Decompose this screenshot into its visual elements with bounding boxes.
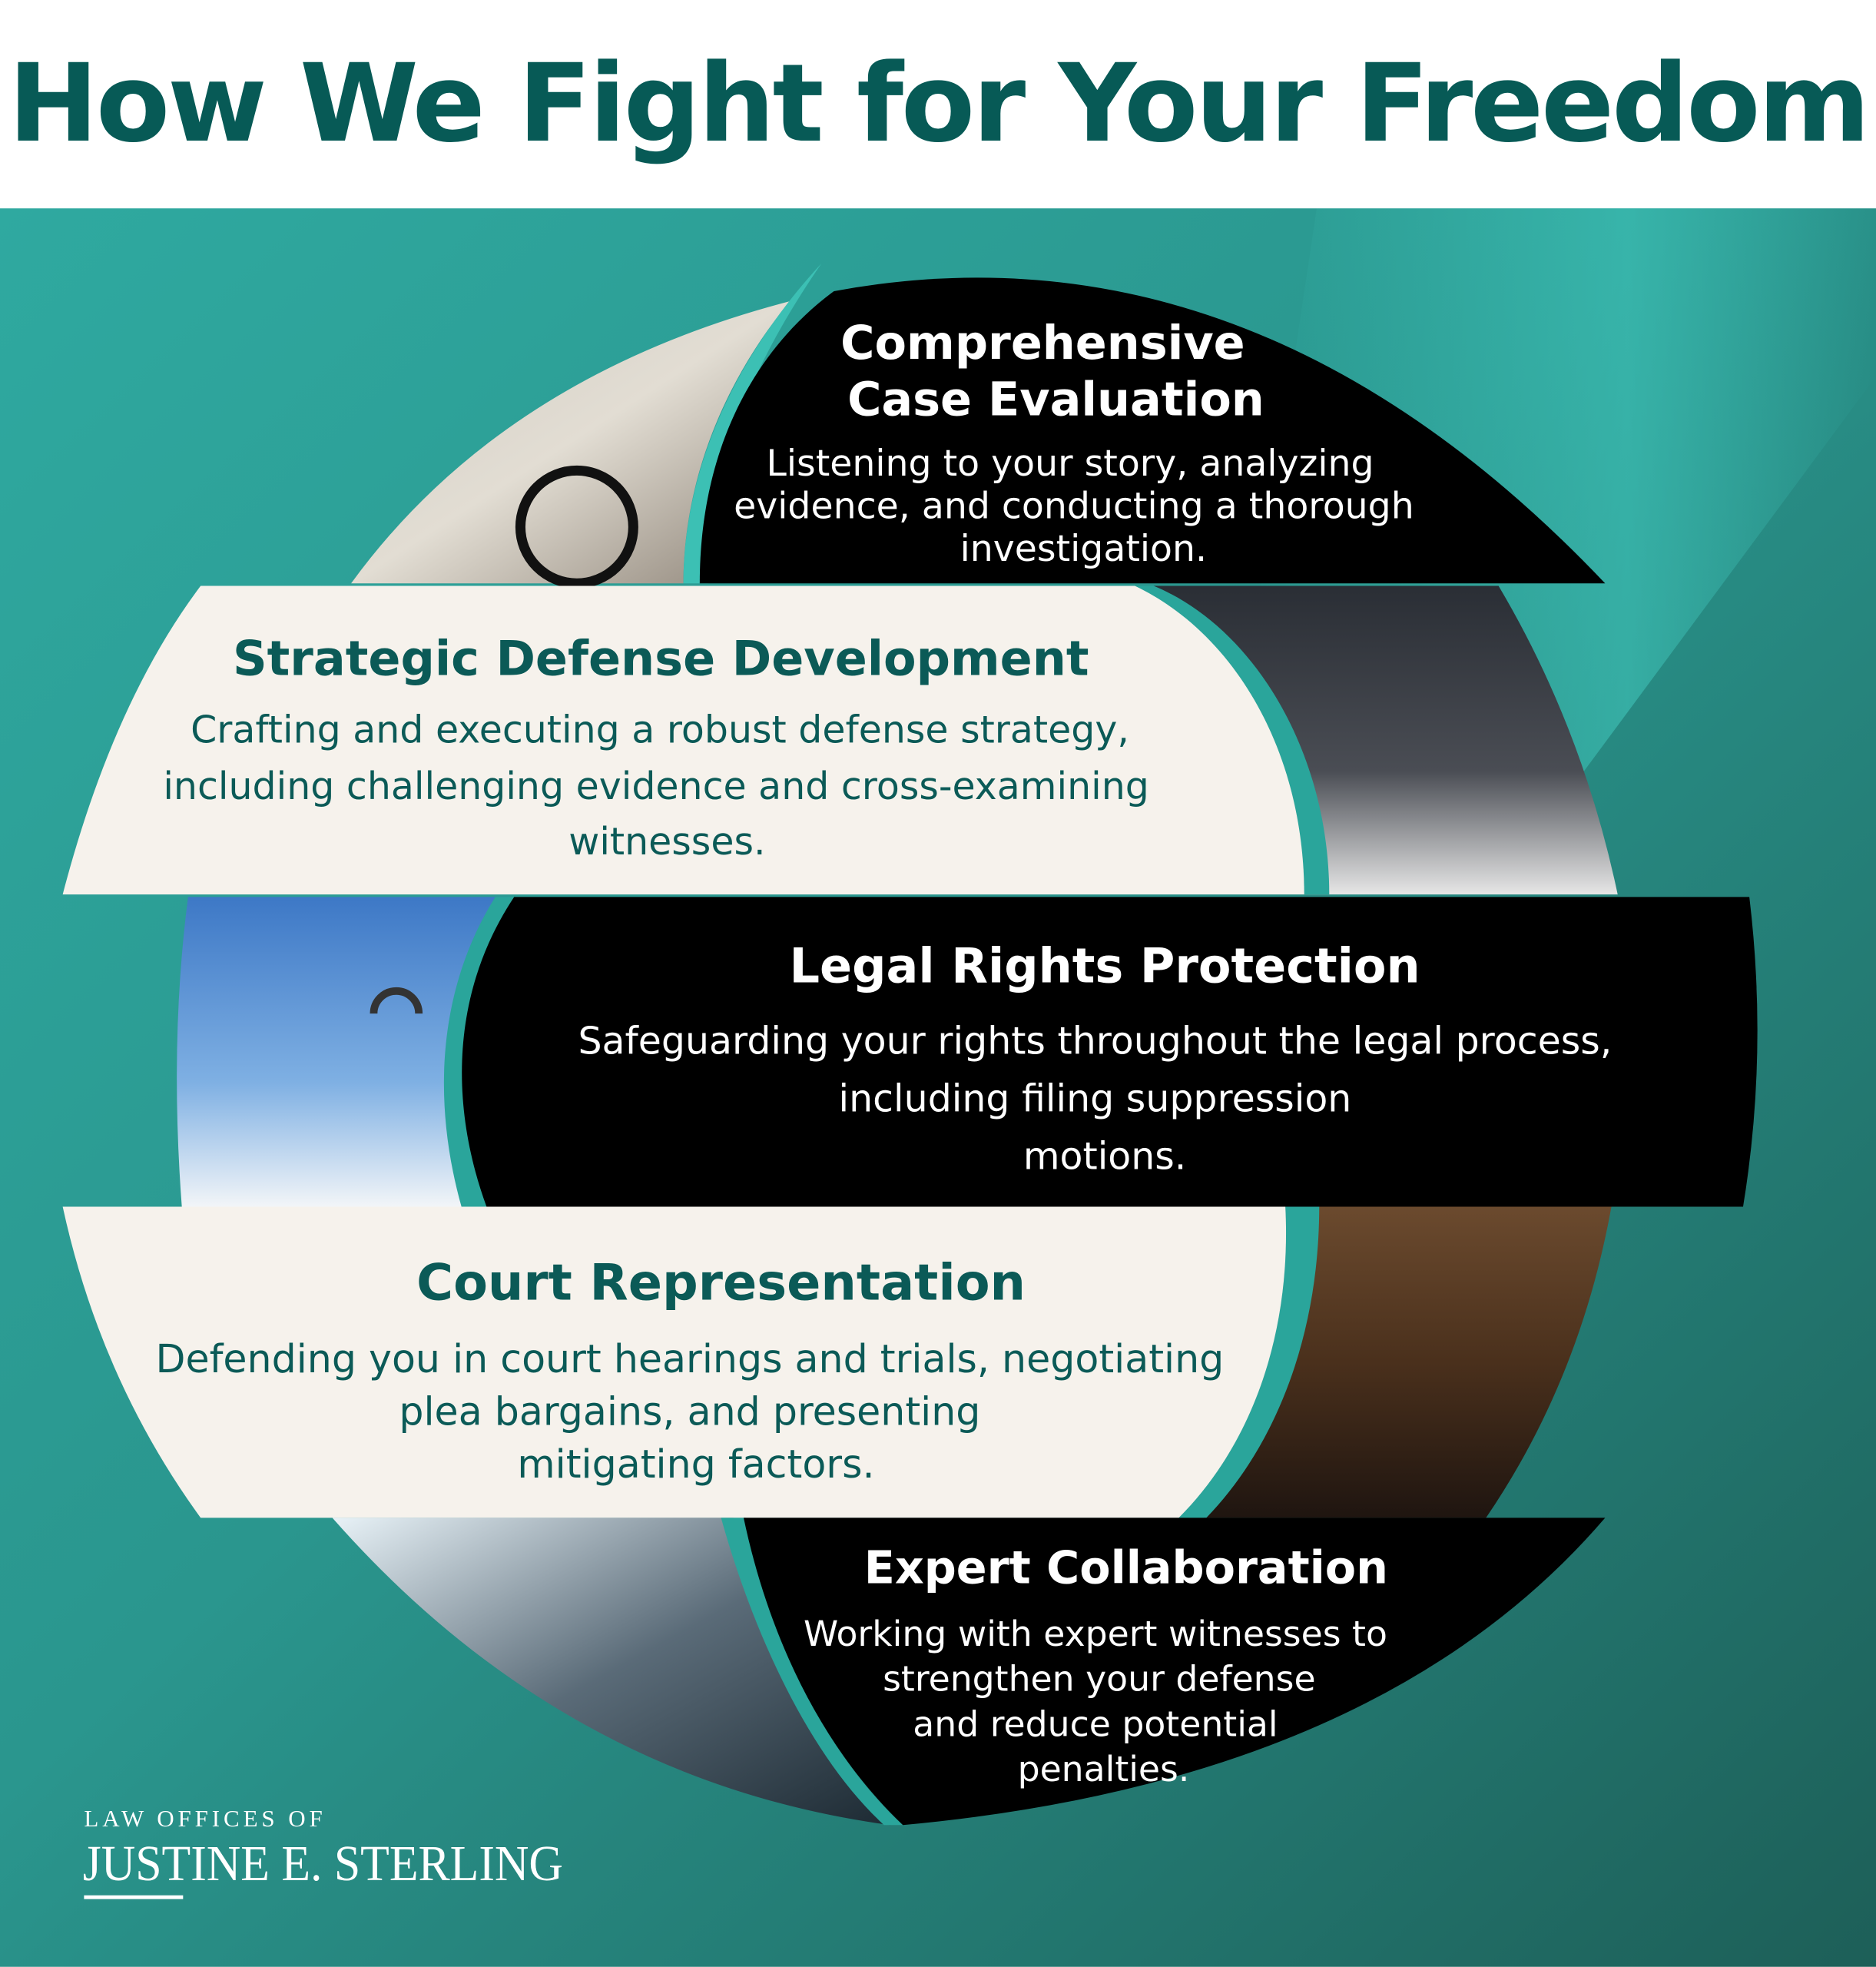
accent-stripe <box>1135 585 1330 895</box>
magnifying-glass-icon <box>515 465 638 589</box>
section-case-evaluation: Comprehensive Case Evaluation Listening … <box>351 264 1606 589</box>
svg-text:Comprehensive Case Evalu: Comprehensive Case Evaluation <box>840 317 1264 426</box>
section-heading: Comprehensive <box>840 317 1245 370</box>
section-body: witnesses. <box>568 820 765 864</box>
logo-line1: LAW OFFICES OF <box>84 1805 326 1832</box>
cream-panel <box>62 1206 1287 1518</box>
accent-stripe <box>443 897 515 1207</box>
section-strategic-defense: Strategic Defense Development Crafting a… <box>62 585 1618 895</box>
section-heading: Expert Collaboration <box>864 1541 1388 1594</box>
section-body: Defending you in court hearings and tria… <box>156 1336 1225 1382</box>
svg-text:Safeguarding your rights throu: Safeguarding your rights throughout the … <box>578 1019 1623 1178</box>
logo-line2: JUSTINE E. STERLING <box>83 1836 563 1892</box>
section-body: plea bargains, and presenting <box>399 1389 980 1435</box>
section-heading: Case Evaluation <box>847 373 1264 427</box>
svg-text:Working with expert witnesses: Working with expert witnesses to strengt… <box>804 1614 1398 1790</box>
accent-stripe <box>683 264 822 584</box>
section-legal-rights: Legal Rights Protection Safeguarding you… <box>177 897 1758 1207</box>
logo-underline <box>84 1895 184 1899</box>
handcuff-icon <box>370 987 423 1014</box>
section-body: strengthen your defense <box>883 1659 1315 1700</box>
section-court-representation: Court Representation Defending you in co… <box>62 1206 1612 1518</box>
section-body: including filing suppression <box>838 1077 1351 1121</box>
section-body: penalties. <box>1018 1749 1190 1790</box>
section-body: Working with expert witnesses to <box>804 1614 1387 1654</box>
section-body: Safeguarding your rights throughout the … <box>578 1019 1612 1063</box>
section-body: Listening to your story, analyzing <box>767 443 1374 485</box>
section-heading: Legal Rights Protection <box>790 937 1420 993</box>
section-body: including challenging evidence and cross… <box>163 765 1149 808</box>
black-panel <box>699 277 1606 584</box>
section-expert-collaboration: Expert Collaboration Working with expert… <box>332 1518 1606 1826</box>
section-body: investigation. <box>960 528 1207 570</box>
page-title: How We Fight for Your Freedom <box>8 41 1868 167</box>
black-panel <box>462 897 1758 1207</box>
files-magnifier-image <box>351 301 791 584</box>
accent-stripe <box>721 1518 903 1826</box>
section-body: evidence, and conducting a thorough <box>734 485 1414 527</box>
law-office-logo: LAW OFFICES OF JUSTINE E. STERLING <box>83 1805 563 1899</box>
lawyers-laptop-image <box>1147 585 1618 895</box>
svg-text:Listening to your story, analy: Listening to your story, analyzing evide… <box>734 443 1426 570</box>
section-body: motions. <box>1023 1135 1187 1179</box>
broken-handcuffs-image <box>177 897 509 1207</box>
section-body: mitigating factors. <box>517 1441 874 1487</box>
section-body: and reduce potential <box>913 1703 1278 1744</box>
accent-stripe <box>1178 1206 1320 1518</box>
cream-panel <box>62 585 1304 895</box>
header-band <box>0 0 1876 209</box>
black-panel <box>743 1518 1606 1826</box>
svg-text:Crafting and executing a robus: Crafting and executing a robust defense … <box>163 708 1161 864</box>
section-heading: Court Representation <box>416 1253 1026 1312</box>
section-body: Crafting and executing a robust defense … <box>191 708 1129 752</box>
courtroom-image <box>1204 1206 1612 1518</box>
section-heading: Strategic Defense Development <box>233 630 1089 686</box>
svg-text:Defending you in court hearing: Defending you in court hearings and tria… <box>156 1336 1237 1487</box>
